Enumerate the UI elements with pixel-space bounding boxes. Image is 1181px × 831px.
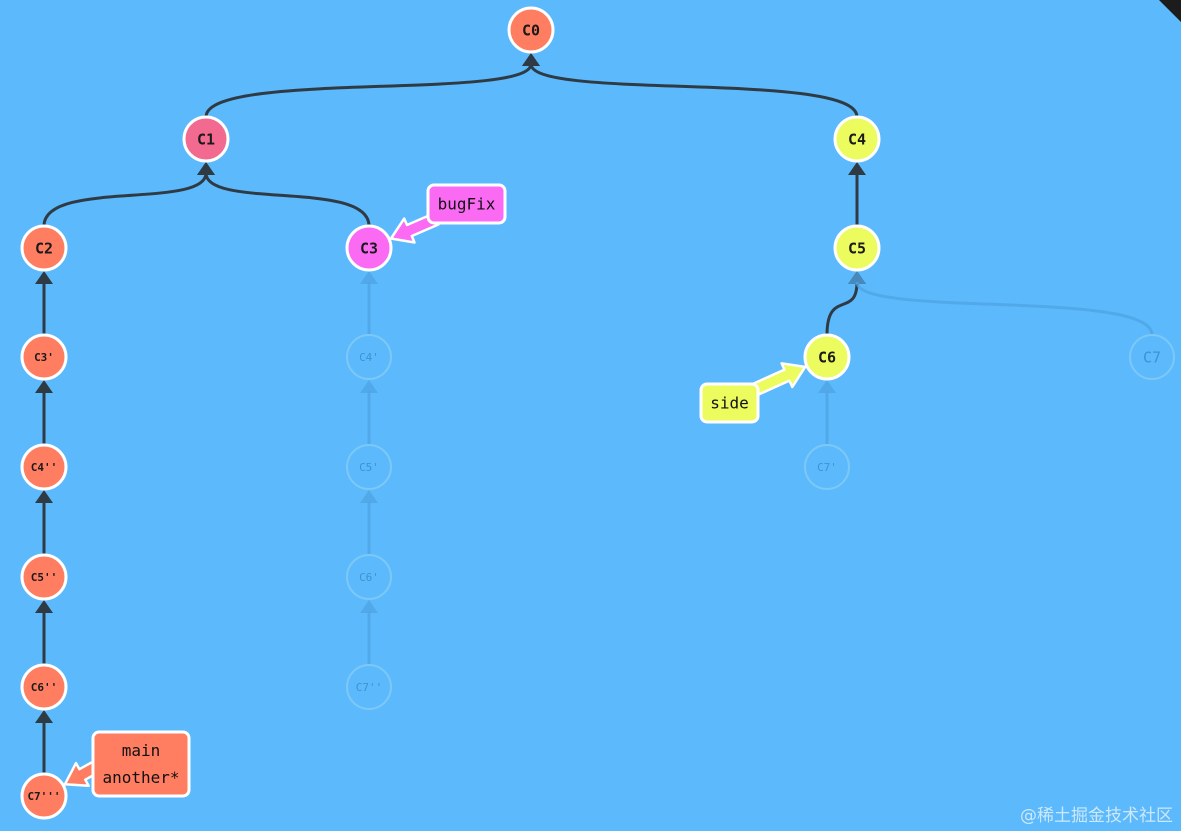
commit-node-c7ppp[interactable]: C7'''	[20, 772, 68, 820]
commit-node-c7[interactable]: C7	[1129, 334, 1175, 380]
commit-label-c6p: C6'	[359, 571, 379, 584]
commit-label-c6pp: C6''	[31, 681, 58, 694]
branch-box-side	[699, 382, 760, 424]
commit-circle-c5	[833, 224, 881, 272]
commit-node-c4p[interactable]: C4'	[346, 334, 392, 380]
branch-text-main-0: main	[122, 741, 161, 760]
commit-node-c7p[interactable]: C7'	[804, 444, 850, 490]
commit-label-c5p: C5'	[359, 461, 379, 474]
edges-layer	[35, 53, 1154, 774]
watermark: @稀土掘金技术社区	[1020, 806, 1173, 826]
commit-circle-c2	[20, 224, 68, 272]
branch-text-main-1: another*	[102, 768, 179, 787]
edge-c1-to-c0	[204, 63, 533, 118]
edge-c2-to-c1	[42, 172, 208, 227]
arrowhead-c3-to-c1	[197, 162, 215, 175]
edge-c4-to-c0	[529, 63, 859, 118]
branch-label-main[interactable]: main another*	[63, 730, 191, 798]
arrowhead-c3p-to-c2	[35, 271, 53, 284]
commit-label-c5: C5	[848, 240, 866, 258]
arrowhead-c7pp-to-c6p	[360, 600, 378, 613]
commit-node-c2[interactable]: C2	[20, 224, 68, 272]
arrowhead-c5p-to-c4p	[360, 380, 378, 393]
edge-c7-to-c5	[855, 281, 1154, 336]
commit-label-c7pp: C7''	[356, 681, 383, 694]
commit-label-c5pp: C5''	[31, 571, 58, 584]
commit-label-c3: C3	[360, 240, 378, 258]
commit-label-c2: C2	[35, 240, 53, 258]
commit-circle-c6p	[346, 554, 392, 600]
arrowhead-c7p-to-c6	[818, 380, 836, 393]
commit-circle-c6pp	[20, 663, 68, 711]
arrowhead-c6p-to-c5p	[360, 490, 378, 503]
arrowhead-c4p-to-c3	[360, 271, 378, 284]
edge-c6-to-c5	[825, 281, 859, 336]
commit-node-c6p[interactable]: C6'	[346, 554, 392, 600]
arrowhead-c7ppp-to-c6pp	[35, 710, 53, 723]
arrowhead-c5-to-c4	[848, 162, 866, 175]
commit-label-c7: C7	[1143, 349, 1161, 367]
commit-circle-c7p	[804, 444, 850, 490]
commit-node-c5pp[interactable]: C5''	[20, 553, 68, 601]
commit-circle-c6	[803, 333, 851, 381]
commit-node-c6pp[interactable]: C6''	[20, 663, 68, 711]
commit-label-c4: C4	[848, 131, 866, 149]
arrowhead-c4pp-to-c3p	[35, 380, 53, 393]
branch-box-bugfix	[426, 183, 507, 225]
commit-label-c4p: C4'	[359, 351, 379, 364]
commit-label-c1: C1	[197, 131, 215, 149]
commit-circle-c0	[507, 6, 555, 54]
commit-label-c0: C0	[522, 22, 540, 40]
branch-pointer-side	[750, 362, 807, 397]
branches-layer: bugFix side main another*	[63, 183, 807, 798]
commit-circle-c3	[345, 224, 393, 272]
arrowhead-c7-to-c5	[848, 271, 866, 284]
commit-circle-c1	[182, 115, 230, 163]
commit-circle-c5p	[346, 444, 392, 490]
commit-circle-c7pp	[346, 664, 392, 710]
commit-label-c7p: C7'	[817, 461, 837, 474]
commit-node-c4pp[interactable]: C4''	[20, 443, 68, 491]
commit-node-c7pp[interactable]: C7''	[346, 664, 392, 710]
commit-label-c6: C6	[818, 349, 836, 367]
commit-label-c4pp: C4''	[31, 461, 58, 474]
corner-marker	[1159, 0, 1181, 22]
commit-node-c1[interactable]: C1	[182, 115, 230, 163]
commit-node-c4[interactable]: C4	[833, 115, 881, 163]
arrowhead-c4-to-c0	[522, 53, 540, 66]
branch-box-main	[91, 730, 191, 798]
arrowhead-c6pp-to-c5pp	[35, 600, 53, 613]
commit-circle-c3p	[20, 333, 68, 381]
commit-circle-c5pp	[20, 553, 68, 601]
commit-node-c5p[interactable]: C5'	[346, 444, 392, 490]
commit-circle-c4pp	[20, 443, 68, 491]
commit-node-c3[interactable]: C3	[345, 224, 393, 272]
commit-label-c7ppp: C7'''	[27, 790, 60, 803]
branch-text-side-0: side	[710, 394, 749, 413]
branch-label-bugfix[interactable]: bugFix	[389, 183, 507, 244]
commit-node-c6[interactable]: C6	[803, 333, 851, 381]
commit-circle-c7ppp	[20, 772, 68, 820]
branch-label-side[interactable]: side	[699, 362, 807, 424]
commit-circle-c4	[833, 115, 881, 163]
branch-text-bugfix-0: bugFix	[438, 195, 496, 214]
commit-label-c3p: C3'	[34, 351, 54, 364]
arrowhead-c5pp-to-c4pp	[35, 490, 53, 503]
commit-circle-c7	[1129, 334, 1175, 380]
branch-pointer-bugfix	[389, 212, 440, 244]
commit-node-c3p[interactable]: C3'	[20, 333, 68, 381]
commit-node-c5[interactable]: C5	[833, 224, 881, 272]
commit-node-c0[interactable]: C0	[507, 6, 555, 54]
edge-c3-to-c1	[204, 172, 371, 227]
commit-circle-c4p	[346, 334, 392, 380]
